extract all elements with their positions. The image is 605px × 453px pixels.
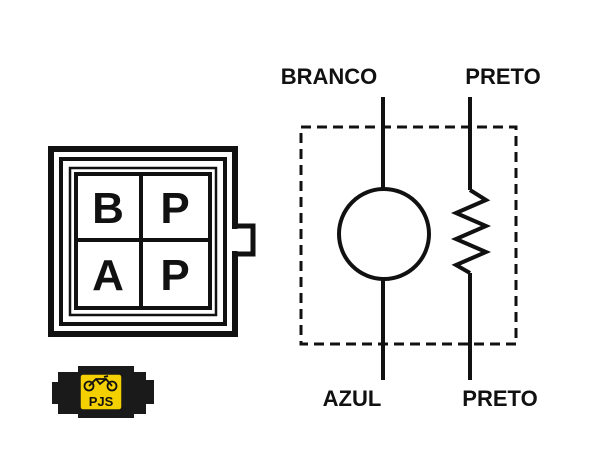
resistor-element (450, 188, 492, 275)
logo-badge (79, 373, 123, 411)
label-azul: AZUL (323, 386, 382, 411)
connector-inner-frame (68, 166, 218, 317)
label-branco: BRANCO (281, 64, 378, 89)
motorcycle-icon (83, 375, 118, 392)
connector-housing: B P A P (48, 146, 256, 337)
label-preto-top: PRETO (465, 64, 540, 89)
circle-element (337, 187, 431, 281)
pjs-logo: PJS (52, 366, 154, 418)
connector-lock-tab (235, 223, 256, 257)
label-preto-bottom: PRETO (462, 386, 537, 411)
schematic: BRANCO PRETO AZUL PRETO (281, 64, 541, 411)
pin-bottom-left: A (92, 251, 124, 300)
pin-bottom-right: P (160, 251, 189, 300)
pin-top-left: B (92, 184, 124, 233)
connector-middle-frame (59, 157, 227, 326)
schematic-dashed-enclosure (299, 125, 518, 346)
pin-top-right: P (160, 184, 189, 233)
logo-text: PJS (89, 394, 114, 409)
